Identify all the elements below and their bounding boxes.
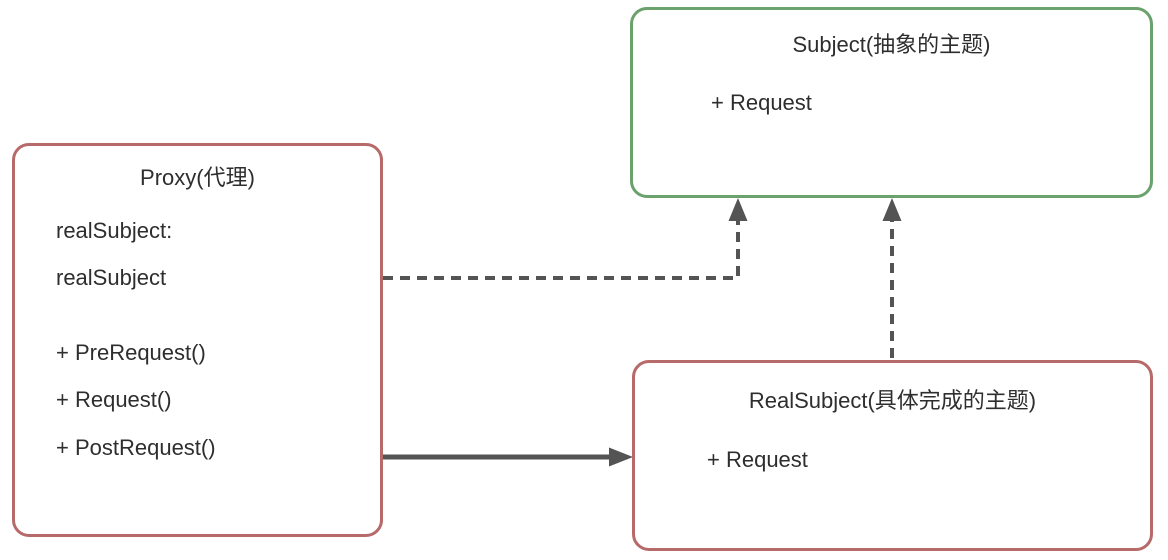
node-realsubject-title: RealSubject(具体完成的主题): [748, 388, 1037, 413]
node-realsubject-member: + Request: [707, 447, 808, 472]
node-proxy-method: + PostRequest(): [56, 435, 216, 460]
arrowhead-right-icon: [609, 447, 633, 467]
node-proxy-method: + Request(): [56, 387, 172, 412]
edge-proxy-to-realsubject: [383, 447, 633, 467]
node-subject: Subject(抽象的主题) + Request: [630, 7, 1153, 198]
edge-proxy-to-subject: [383, 198, 748, 280]
edge-realsubject-to-subject: [882, 198, 902, 358]
node-subject-title: Subject(抽象的主题): [792, 32, 991, 57]
node-proxy: Proxy(代理) realSubject: realSubject + Pre…: [12, 143, 383, 537]
arrowhead-up-icon: [882, 198, 902, 221]
node-subject-member: + Request: [711, 90, 812, 115]
node-realsubject: RealSubject(具体完成的主题) + Request: [632, 360, 1153, 551]
node-proxy-method: + PreRequest(): [56, 340, 206, 365]
node-proxy-attribute: realSubject: [56, 265, 167, 290]
arrowhead-up-icon: [728, 198, 748, 221]
node-proxy-attribute: realSubject:: [56, 218, 173, 243]
node-proxy-title: Proxy(代理): [140, 165, 255, 190]
